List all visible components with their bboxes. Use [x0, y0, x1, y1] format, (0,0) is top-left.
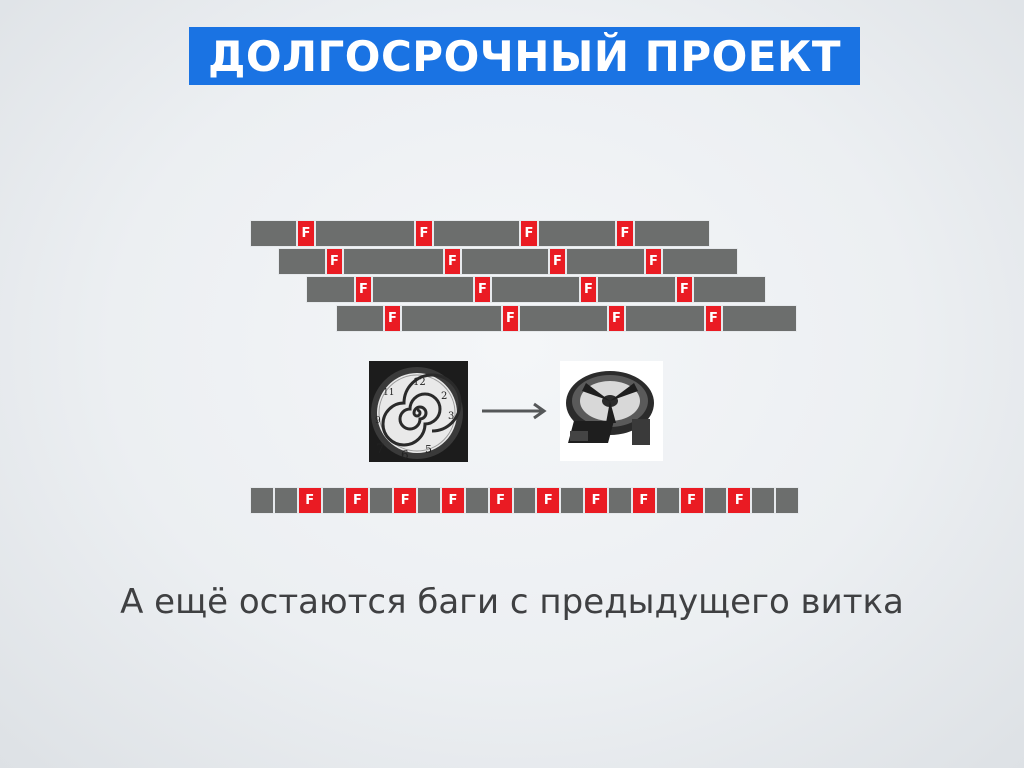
- svg-text:5: 5: [425, 443, 432, 456]
- feature-marker: F: [645, 248, 662, 275]
- work-block: [597, 276, 676, 303]
- work-block: [722, 305, 797, 332]
- feature-marker: F: [536, 487, 561, 514]
- feature-marker: F: [676, 276, 693, 303]
- work-block: [250, 487, 274, 514]
- feature-marker: F: [355, 276, 372, 303]
- feature-marker: F: [444, 248, 461, 275]
- svg-text:3: 3: [448, 411, 454, 422]
- slide-caption: А ещё остаются баги с предыдущего витка: [120, 582, 904, 622]
- work-block: [512, 487, 537, 514]
- page-title: ДОЛГОСРОЧНЫЙ ПРОЕКТ: [208, 31, 841, 81]
- work-block: [608, 487, 632, 514]
- feature-marker: F: [727, 487, 752, 514]
- work-block: [401, 305, 502, 332]
- work-block: [751, 487, 776, 514]
- work-block: [372, 276, 474, 303]
- feature-marker: F: [326, 248, 343, 275]
- svg-text:9: 9: [375, 416, 381, 426]
- arrow-right-icon: [480, 402, 550, 420]
- work-block: [306, 276, 355, 303]
- feature-marker: F: [488, 487, 513, 514]
- work-block: [461, 248, 549, 275]
- work-block: [703, 487, 728, 514]
- feature-marker: F: [679, 487, 704, 514]
- feature-marker: F: [580, 276, 597, 303]
- feature-marker: F: [297, 487, 322, 514]
- svg-text:7: 7: [376, 442, 384, 457]
- work-block: [336, 305, 384, 332]
- svg-text:12: 12: [413, 377, 426, 388]
- work-block: [464, 487, 489, 514]
- work-block: [433, 220, 520, 247]
- work-block: [634, 220, 710, 247]
- film-reel-icon: [560, 361, 663, 461]
- feature-marker: F: [520, 220, 538, 247]
- feature-marker: F: [705, 305, 722, 332]
- work-block: [369, 487, 394, 514]
- work-block: [491, 276, 580, 303]
- feature-marker: F: [584, 487, 609, 514]
- feature-marker: F: [616, 220, 634, 247]
- feature-marker: F: [384, 305, 401, 332]
- feature-marker: F: [631, 487, 656, 514]
- work-block: [343, 248, 444, 275]
- feature-marker: F: [474, 276, 491, 303]
- work-block: [566, 248, 645, 275]
- work-block: [417, 487, 441, 514]
- spiral-clock-icon: 12 2 3 5 6 7 9 11: [369, 361, 468, 462]
- feature-marker: F: [297, 220, 315, 247]
- feature-marker: F: [393, 487, 418, 514]
- work-block: [315, 220, 415, 247]
- work-block: [655, 487, 680, 514]
- feature-marker: F: [440, 487, 465, 514]
- title-banner: ДОЛГОСРОЧНЫЙ ПРОЕКТ: [189, 27, 860, 85]
- feature-marker: F: [502, 305, 519, 332]
- work-block: [278, 248, 326, 275]
- work-block: [538, 220, 616, 247]
- work-block: [519, 305, 608, 332]
- svg-text:11: 11: [383, 388, 394, 398]
- work-block: [321, 487, 346, 514]
- svg-text:6: 6: [401, 448, 409, 462]
- work-block: [625, 305, 705, 332]
- feature-marker: F: [608, 305, 625, 332]
- work-block: [560, 487, 585, 514]
- feature-marker: F: [549, 248, 566, 275]
- feature-marker: F: [345, 487, 370, 514]
- svg-text:2: 2: [441, 391, 447, 402]
- work-block: [775, 487, 799, 514]
- work-block: [250, 220, 297, 247]
- feature-marker: F: [415, 220, 433, 247]
- work-block: [693, 276, 766, 303]
- work-block: [662, 248, 738, 275]
- work-block: [273, 487, 298, 514]
